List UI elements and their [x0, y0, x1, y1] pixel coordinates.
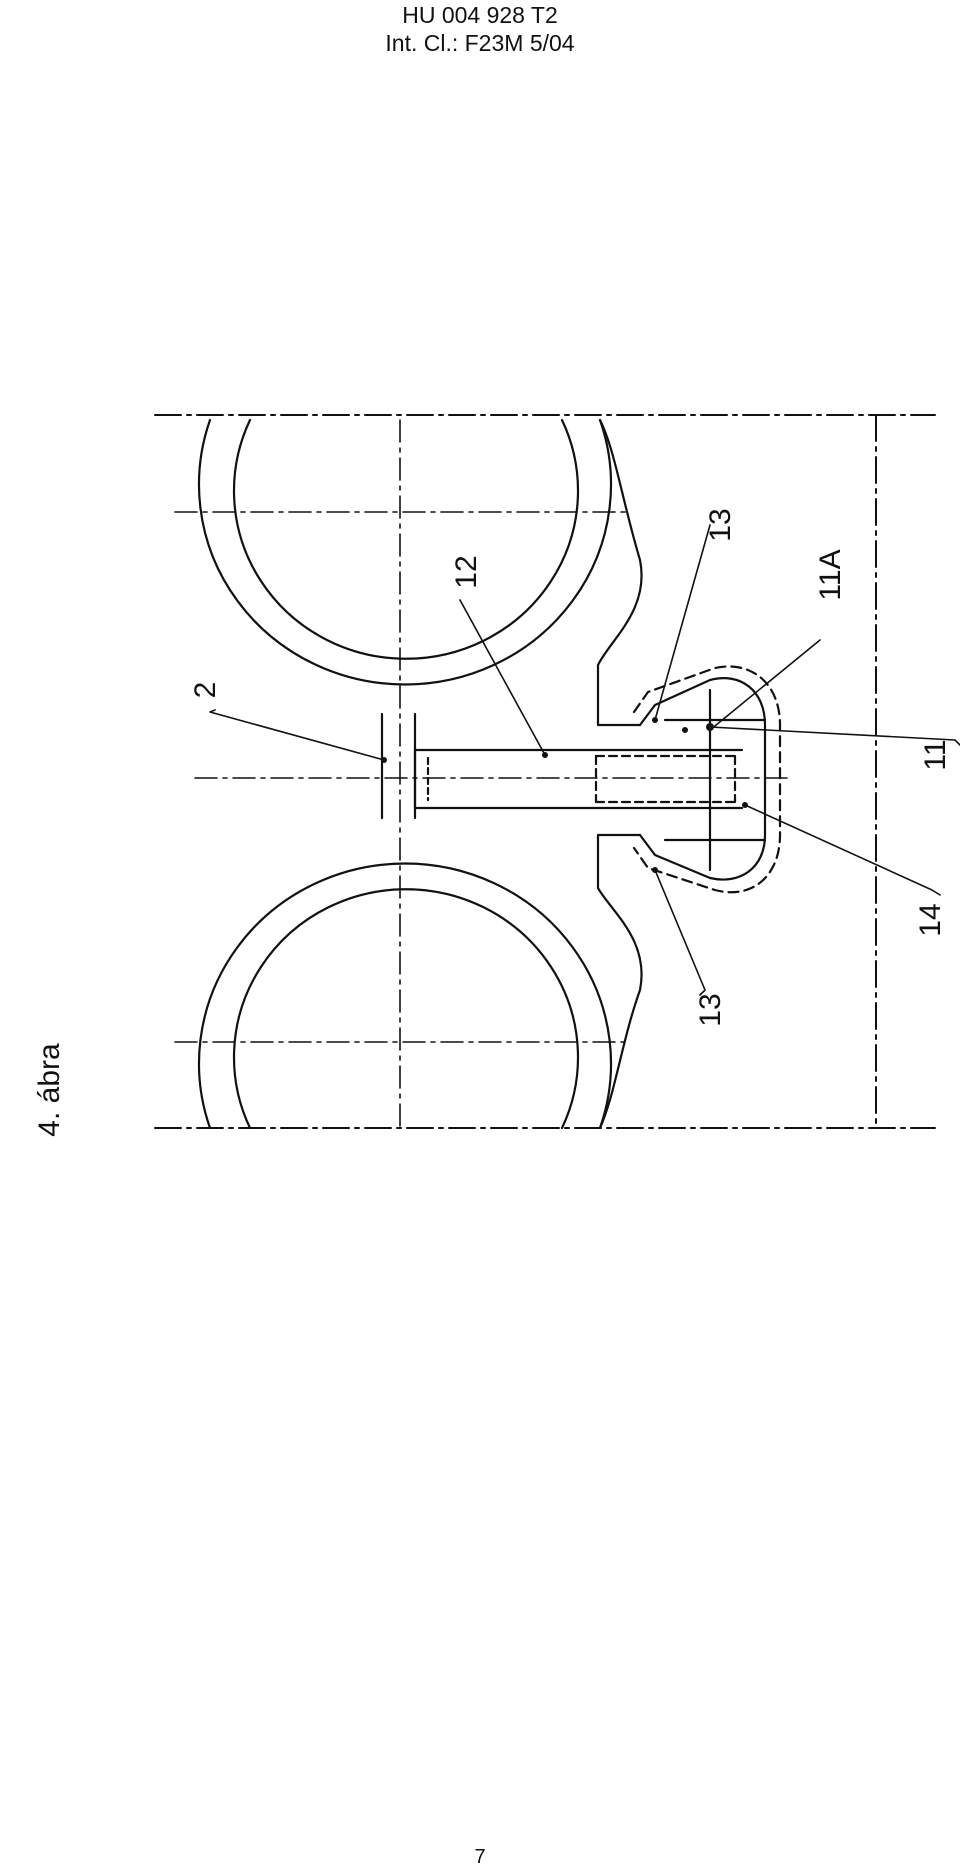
center-lines: [174, 419, 791, 1129]
leader-lines: [209, 524, 960, 996]
refractory-block: [638, 677, 767, 881]
ref-13-bottom: 13: [694, 993, 727, 1026]
ref-14: 14: [914, 903, 947, 936]
ref-13-top: 13: [704, 508, 737, 541]
lower-tube: [197, 833, 643, 1130]
frame-lines: [154, 414, 936, 1129]
page-header: HU 004 928 T2 Int. Cl.: F23M 5/04: [0, 0, 960, 57]
publication-number: HU 004 928 T2: [402, 2, 558, 28]
ref-2: 2: [189, 682, 222, 699]
ref-11: 11: [919, 739, 952, 770]
outer-dashed-outline: [632, 665, 782, 894]
page-number: 7: [474, 1846, 486, 1868]
stud: [413, 748, 744, 810]
fin-web: [380, 712, 417, 820]
upper-tube: [197, 418, 643, 727]
ref-11A: 11A: [814, 549, 847, 600]
reference-dots: [381, 717, 748, 873]
ref-12: 12: [450, 555, 483, 588]
reference-numerals: 2 12 13 11A 11 14 13: [189, 508, 952, 1026]
classification: Int. Cl.: F23M 5/04: [385, 30, 575, 56]
